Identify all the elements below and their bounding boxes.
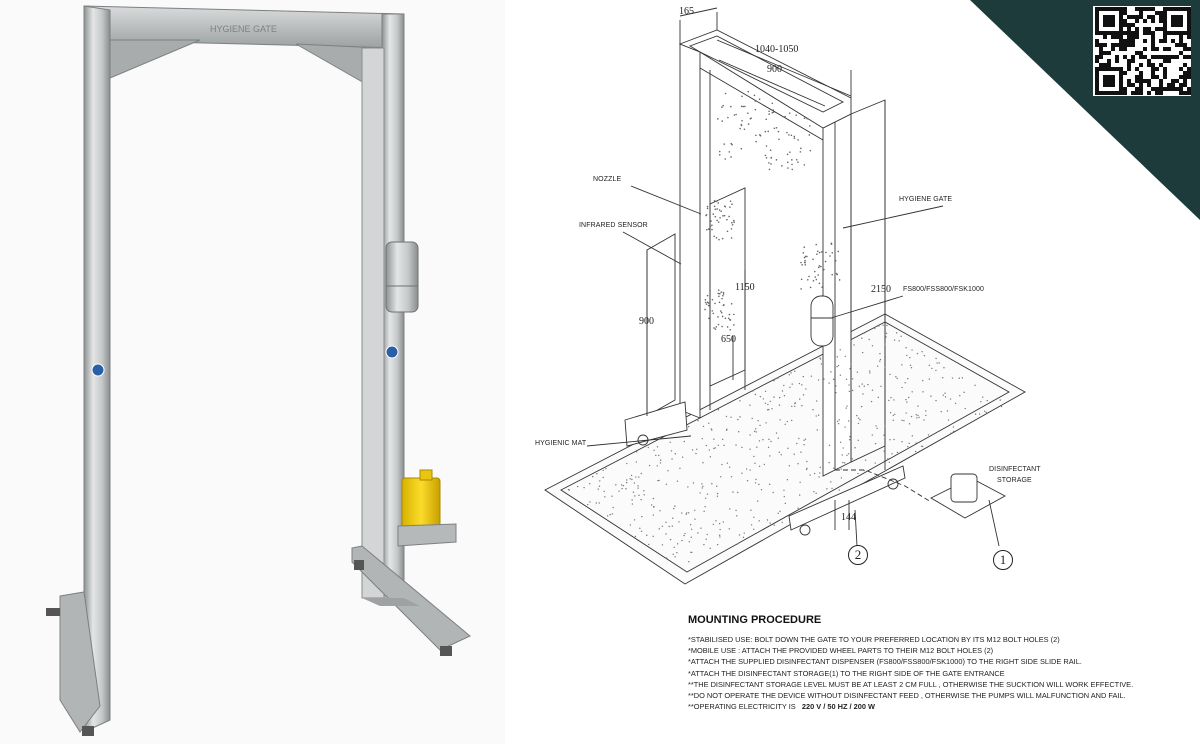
procedure-electricity: **OPERATING ELECTRICITY IS 220 V / 50 HZ… [688,701,1193,712]
left-foot [59,591,101,733]
dispenser-unit [385,241,419,313]
callout-2: 2 [848,545,868,565]
label-dispenser: FS800/FSS800/FSK1000 [903,286,984,293]
gate-engraving: HYGIENE GATE [210,24,277,34]
right-wheel [354,560,364,570]
left-brace [109,39,201,79]
dim-gate-height: 2150 [871,284,891,295]
qr-code[interactable] [1093,6,1191,96]
label-storage-2: STORAGE [997,477,1032,484]
electricity-prefix: **OPERATING ELECTRICITY IS [688,702,796,712]
procedure-title: MOUNTING PROCEDURE [688,614,822,626]
dim-inner-width: 900 [767,64,782,75]
right-badge [385,345,399,359]
product-photo: HYGIENE GATE [0,0,505,744]
procedure-line-5: **THE DISINFECTANT STORAGE LEVEL MUST BE… [688,679,1134,689]
gate-left-column [679,43,701,419]
dim-lower-nozzle: 650 [721,334,736,345]
dim-sensor-height: 900 [639,316,654,327]
label-hygiene-gate: HYGIENE GATE [899,196,953,203]
mat-texture [567,324,1003,563]
procedure-line-1: *STABILISED USE: BOLT DOWN THE GATE TO Y… [688,635,1060,644]
procedure-line-6: **DO NOT OPERATE THE DEVICE WITHOUT DISI… [688,691,1126,701]
gate-right-column [822,113,852,477]
dispenser-drawing [810,295,834,347]
label-storage-1: DISINFECTANT [989,466,1041,473]
mounting-procedure: MOUNTING PROCEDURE *STABILISED USE: BOLT… [688,614,1193,712]
procedure-line-4: *ATTACH THE DISINFECTANT STORAGE(1) TO T… [688,668,1005,678]
left-wheel [46,608,60,616]
label-nozzle: NOZZLE [593,176,622,183]
right-front-wheel [440,646,452,656]
technical-drawing: 165 1040-1050 900 900 1150 650 2150 144 … [505,0,1200,744]
canister-tray [397,523,457,547]
right-foot-drawing [788,465,906,531]
right-column-face [361,47,385,599]
right-foot [351,545,471,651]
electricity-value: 220 V / 50 HZ / 200 W [801,702,876,712]
label-hygienic-mat: HYGIENIC MAT [535,440,587,447]
left-badge [91,363,105,377]
dim-base-depth: 144 [841,512,856,523]
storage-container [950,473,978,503]
procedure-line-3: *ATTACH THE SUPPLIED DISINFECTANT DISPEN… [688,657,1082,667]
wheel-b [799,524,811,536]
spray-pattern [704,90,841,331]
label-infrared-sensor: INFRARED SENSOR [579,222,648,229]
callout-1: 1 [993,550,1013,570]
left-foot-drawing [624,401,688,447]
wheel-c [887,478,899,490]
left-front-wheel [82,726,94,736]
dim-nozzle-height: 1150 [735,282,755,293]
dim-depth: 165 [679,6,694,17]
hose [835,469,932,503]
procedure-line-2: *MOBILE USE : ATTACH THE PROVIDED WHEEL … [688,646,994,656]
dim-outer-width: 1040-1050 [755,44,799,55]
hygienic-mat [544,313,1026,585]
